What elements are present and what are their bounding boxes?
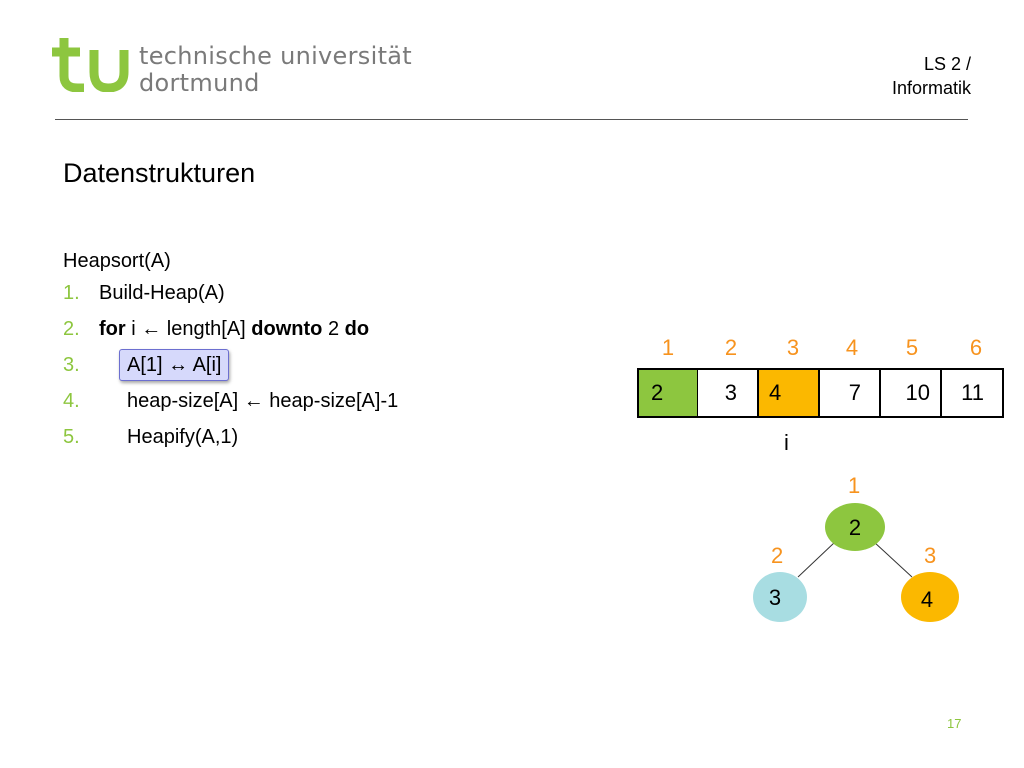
keyword-for: for bbox=[99, 318, 126, 340]
array-index-2: 2 bbox=[724, 335, 738, 360]
line-code: Heapify(A,1) bbox=[127, 426, 239, 448]
algorithm-line-5: 5. Heapify(A,1) bbox=[63, 419, 238, 455]
array-cell-3: 4 bbox=[758, 368, 820, 418]
tree-node-2: 3 bbox=[753, 572, 807, 622]
algorithm-line-1: 1. Build-Heap(A) bbox=[63, 275, 225, 311]
algorithm-header: Heapsort(A) bbox=[63, 250, 171, 272]
code-text: 2 bbox=[322, 318, 345, 340]
page-number: 17 bbox=[947, 716, 962, 731]
array-index-4: 4 bbox=[845, 335, 859, 360]
algorithm-line-2: 2. for i ← length[A] downto 2 do bbox=[63, 311, 369, 347]
chair-label: LS 2 / Informatik bbox=[892, 52, 971, 100]
line-number: 2. bbox=[63, 318, 80, 340]
array-cell-2: 3 bbox=[697, 368, 759, 418]
array-cell-5: 10 bbox=[880, 368, 942, 418]
highlighted-swap: A[1] ↔ A[i] bbox=[119, 349, 230, 381]
tree-index-1: 1 bbox=[848, 473, 861, 498]
array-index-6: 6 bbox=[969, 335, 983, 360]
chair-line2: Informatik bbox=[891, 78, 971, 98]
header-divider bbox=[55, 119, 968, 120]
tree-node-1-shape bbox=[825, 503, 885, 551]
tree-node-1-label: 2 bbox=[849, 515, 861, 540]
algorithm-line-3: 3. A[1] ↔ A[i] bbox=[63, 347, 230, 383]
keyword-do: do bbox=[344, 318, 370, 340]
university-name-line1: technische universität bbox=[139, 42, 412, 70]
algorithm-listing: Heapsort(A) 1. Build-Heap(A) 2. for i ← … bbox=[63, 247, 398, 455]
array-cell-4: 7 bbox=[819, 368, 881, 418]
keyword-downto: downto bbox=[251, 318, 323, 340]
line-code: Build-Heap(A) bbox=[99, 282, 225, 304]
algorithm-line-4: 4. heap-size[A] ← heap-size[A]-1 bbox=[63, 383, 398, 419]
heap-array: 2 3 4 7 10 11 bbox=[637, 368, 1004, 418]
tree-node-3: 4 bbox=[901, 572, 959, 622]
line-code: A[1] ↔ A[i] bbox=[119, 347, 230, 383]
tree-edge-1-3 bbox=[873, 541, 913, 578]
array-index-1: 1 bbox=[661, 335, 675, 360]
line-number: 4. bbox=[63, 390, 80, 412]
tree-node-3-label: 4 bbox=[921, 587, 933, 612]
tree-node-1: 2 bbox=[825, 503, 885, 551]
tree-node-2-label: 3 bbox=[769, 585, 781, 610]
university-name-line2: dortmund bbox=[139, 69, 260, 97]
line-number: 1. bbox=[63, 282, 80, 304]
tree-edge-1-2 bbox=[797, 541, 836, 578]
tree-node-2-shape bbox=[753, 572, 807, 622]
array-cell-6: 11 bbox=[941, 368, 1004, 418]
line-code: for i ← length[A] downto 2 do bbox=[99, 311, 369, 347]
pointer-label-i: i bbox=[784, 430, 789, 455]
array-index-5: 5 bbox=[905, 335, 919, 360]
line-number: 3. bbox=[63, 354, 80, 376]
tu-logo-icon bbox=[52, 38, 129, 92]
line-number: 5. bbox=[63, 426, 80, 448]
tree-index-2: 2 bbox=[771, 543, 784, 568]
line-code: heap-size[A] ← heap-size[A]-1 bbox=[127, 390, 399, 412]
chair-line1: LS 2 / bbox=[923, 54, 971, 74]
code-text: i ← length[A] bbox=[125, 318, 252, 340]
heap-tree: 2 3 4 bbox=[753, 503, 959, 622]
tree-index-3: 3 bbox=[924, 543, 937, 568]
slide-title: Datenstrukturen bbox=[63, 158, 256, 188]
tree-node-3-shape bbox=[901, 572, 959, 622]
array-cell-1: 2 bbox=[637, 368, 699, 418]
array-index-3: 3 bbox=[786, 335, 800, 360]
